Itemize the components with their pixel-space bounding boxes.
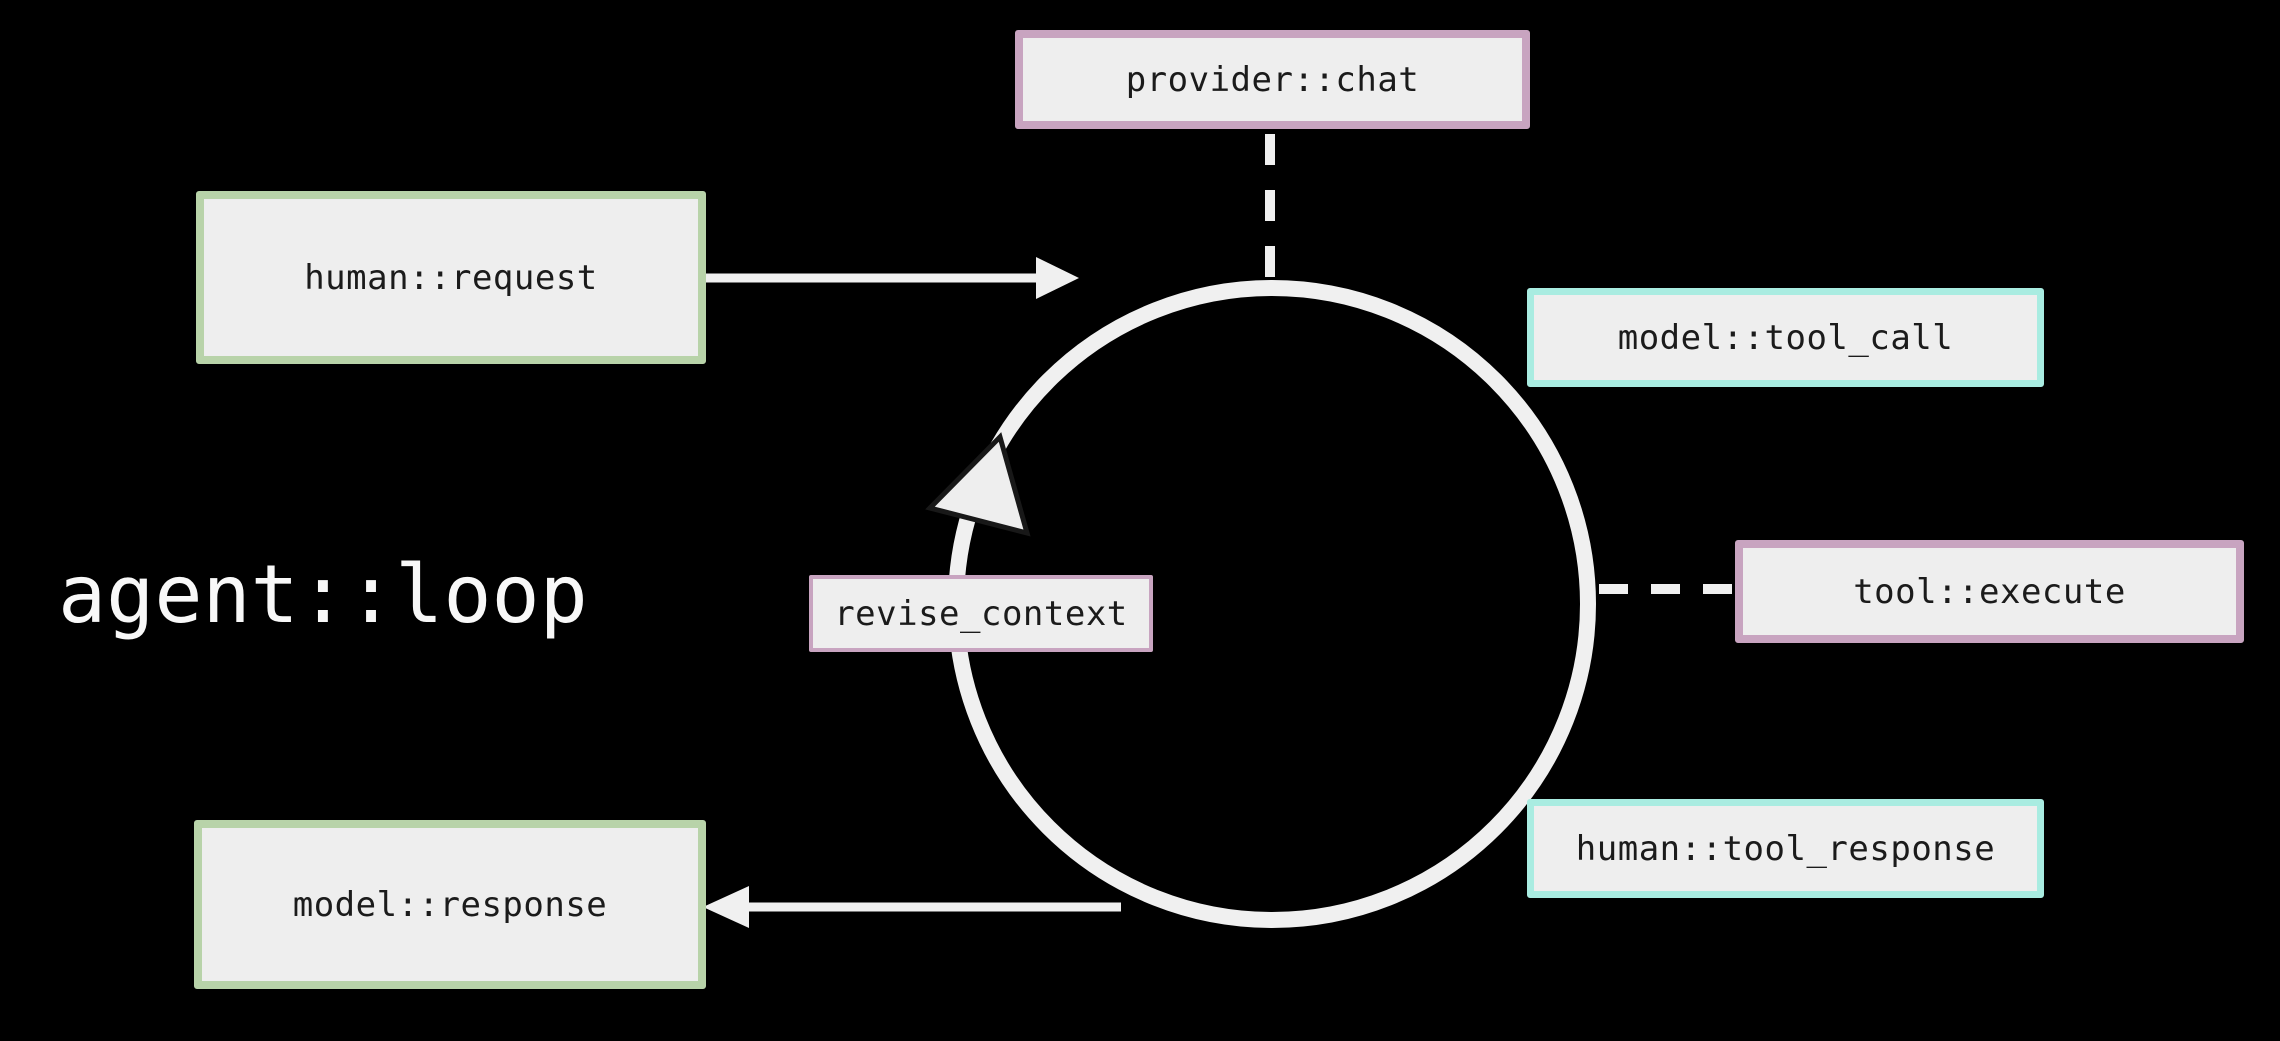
- node-human-request: human::request: [196, 191, 706, 364]
- node-tool-execute: tool::execute: [1735, 540, 2244, 643]
- node-revise-context-label: revise_context: [834, 593, 1128, 634]
- node-provider-chat: provider::chat: [1015, 30, 1530, 129]
- node-human-tool-response-label: human::tool_response: [1575, 828, 1996, 869]
- node-model-tool-call: model::tool_call: [1527, 288, 2044, 387]
- node-revise-context: revise_context: [809, 575, 1153, 652]
- response-arrowhead-icon: [703, 886, 749, 928]
- node-model-tool-call-label: model::tool_call: [1617, 317, 1954, 358]
- loop-direction-arrowhead-icon: [925, 432, 1031, 537]
- request-arrow: [706, 257, 1079, 299]
- node-model-response-label: model::response: [292, 884, 608, 925]
- request-arrowhead-icon: [1036, 257, 1079, 299]
- node-tool-execute-label: tool::execute: [1853, 571, 2126, 612]
- response-arrow: [703, 886, 1121, 928]
- node-human-tool-response: human::tool_response: [1527, 799, 2044, 898]
- node-model-response: model::response: [194, 820, 706, 989]
- diagram-title: agent::loop: [58, 548, 588, 641]
- node-provider-chat-label: provider::chat: [1125, 59, 1420, 100]
- node-human-request-label: human::request: [304, 257, 598, 298]
